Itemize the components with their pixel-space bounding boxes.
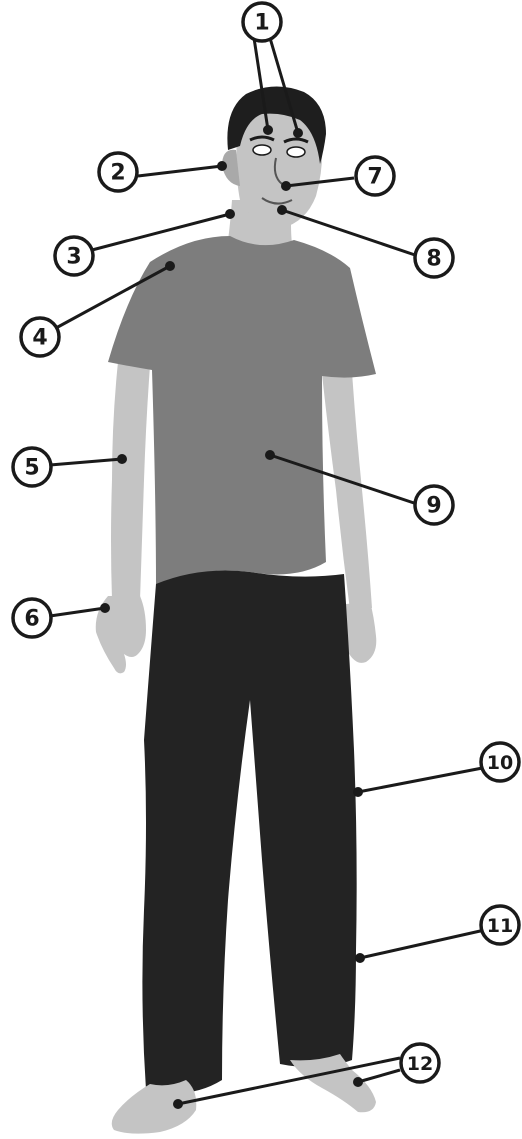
callout-3: 3 — [55, 237, 93, 275]
callout-10: 10 — [481, 743, 519, 781]
callout-6: 6 — [13, 599, 51, 637]
dot-7 — [281, 181, 291, 191]
callout-8-label: 8 — [426, 247, 441, 272]
dot-1b — [293, 128, 303, 138]
callout-1: 1 — [243, 3, 281, 41]
dot-1a — [263, 125, 273, 135]
callout-5: 5 — [13, 448, 51, 486]
leader-5 — [50, 459, 122, 465]
callout-4-label: 4 — [32, 326, 47, 351]
callout-3-label: 3 — [66, 245, 81, 270]
dot-9 — [265, 450, 275, 460]
callout-7-label: 7 — [367, 165, 382, 190]
callout-8: 8 — [415, 239, 453, 277]
dot-5 — [117, 454, 127, 464]
callout-6-label: 6 — [24, 607, 39, 632]
callout-9-label: 9 — [426, 494, 441, 519]
callout-4: 4 — [21, 318, 59, 356]
callout-2: 2 — [99, 153, 137, 191]
leader-11 — [360, 927, 498, 958]
callout-7: 7 — [356, 157, 394, 195]
dot-6 — [100, 603, 110, 613]
right-eye — [253, 145, 271, 155]
right-arm — [111, 362, 150, 600]
dot-4 — [165, 261, 175, 271]
callout-12-label: 12 — [407, 1053, 433, 1075]
dot-2 — [217, 161, 227, 171]
dot-12a — [173, 1099, 183, 1109]
left-arm — [322, 372, 372, 610]
leader-2 — [138, 166, 222, 176]
dot-3 — [225, 209, 235, 219]
dot-8 — [277, 205, 287, 215]
dot-11 — [355, 953, 365, 963]
left-foot — [290, 1054, 376, 1112]
right-foot — [112, 1080, 197, 1134]
callout-12: 12 — [401, 1044, 439, 1082]
callout-9: 9 — [415, 486, 453, 524]
callout-1-label: 1 — [254, 11, 269, 36]
callout-11-label: 11 — [487, 915, 513, 937]
callout-2-label: 2 — [110, 161, 125, 186]
leader-12b — [358, 1070, 400, 1082]
leader-10 — [358, 765, 498, 792]
left-hand — [344, 602, 376, 663]
dot-10 — [353, 787, 363, 797]
human-figure — [96, 86, 377, 1133]
leader-6 — [50, 608, 105, 616]
dot-12b — [353, 1077, 363, 1087]
callout-10-label: 10 — [487, 752, 513, 774]
pants — [142, 571, 356, 1094]
left-eye — [287, 147, 305, 157]
callout-11: 11 — [481, 906, 519, 944]
callout-5-label: 5 — [24, 456, 39, 481]
